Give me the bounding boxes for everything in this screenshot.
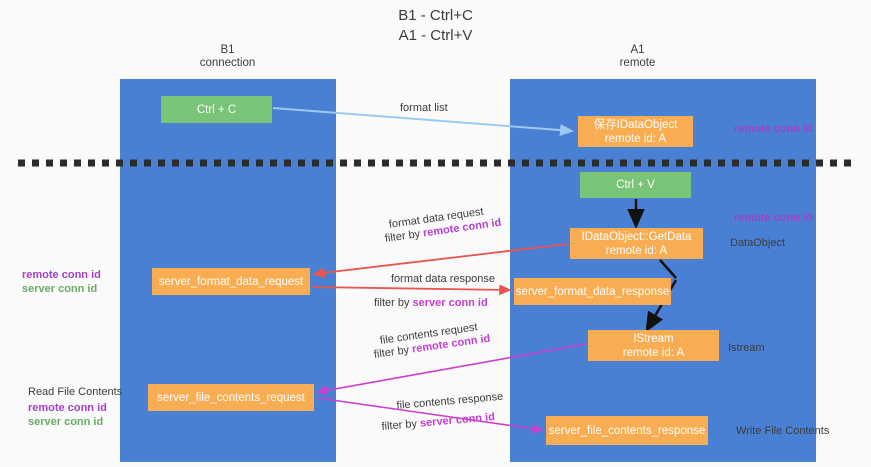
title-line-1: B1 - Ctrl+C — [398, 7, 473, 24]
side-label-left-remote-conn-id: remote conn id — [22, 269, 101, 281]
lane-b1-name: B1 — [220, 44, 235, 56]
node-server-file-contents-response[interactable]: server_file_contents_response — [546, 416, 708, 445]
side-label-remote-conn-id-mid: remote conn id — [734, 212, 813, 224]
title-line-2: A1 - Ctrl+V — [398, 27, 473, 44]
edge-label-file-contents-response-filter: filter by server conn id — [381, 410, 496, 434]
filter-prefix-1: filter by — [384, 227, 424, 245]
node-save-idataobject-line2: remote id: A — [604, 132, 667, 145]
node-server-format-data-request-label: server_format_data_request — [158, 275, 304, 288]
node-ctrl-v-label: Ctrl + V — [616, 179, 655, 191]
edge-label-format-data-response-filter: filter by server conn id — [374, 296, 488, 310]
side-label-left-server-conn-id-2: server conn id — [28, 416, 104, 428]
node-server-file-contents-request-label: server_file_contents_request — [157, 391, 305, 404]
filter-prefix-3: filter by — [373, 343, 413, 361]
page-title: B1 - Ctrl+C A1 - Ctrl+V — [0, 6, 871, 46]
edge-label-format-data-response: format data response — [391, 273, 495, 285]
side-label-left-remote-conn-id-2: remote conn id — [28, 402, 107, 414]
edge-label-file-contents-response: file contents response — [396, 390, 504, 412]
node-getdata-line1: IDataObject::GetData — [581, 230, 692, 243]
node-save-idataobject[interactable]: 保存IDataObject remote id: A — [578, 116, 693, 147]
node-server-file-contents-response-label: server_file_contents_response — [548, 424, 706, 437]
node-istream-line1: IStream — [633, 332, 674, 345]
node-istream-line2: remote id: A — [622, 346, 685, 359]
filter-prefix-2: filter by — [374, 297, 413, 309]
side-label-write-file-contents: Write File Contents — [736, 425, 830, 437]
filter-prefix-4: filter by — [381, 417, 421, 433]
side-label-remote-conn-id-top: remote conn id — [734, 123, 813, 135]
node-server-format-data-response[interactable]: server_format_data_response — [514, 278, 671, 305]
node-server-format-data-response-label: server_format_data_response — [515, 285, 670, 298]
node-ctrl-v[interactable]: Ctrl + V — [580, 172, 691, 198]
lane-a1-name: A1 — [630, 44, 645, 56]
lane-a1-subtitle: remote — [619, 57, 656, 69]
node-ctrl-c-label: Ctrl + C — [196, 103, 237, 116]
node-save-idataobject-line1: 保存IDataObject — [593, 118, 678, 131]
filter-key-server-conn-id-2: server conn id — [419, 411, 496, 430]
side-label-istream: Istream — [728, 342, 765, 354]
lane-header-a1: A1 remote — [560, 44, 715, 70]
lane-header-b1: B1 connection — [150, 44, 305, 70]
side-label-dataobject: DataObject — [730, 237, 786, 249]
node-istream[interactable]: IStream remote id: A — [588, 330, 719, 361]
side-label-left-server-conn-id: server conn id — [22, 283, 98, 295]
node-server-file-contents-request[interactable]: server_file_contents_request — [148, 384, 314, 411]
node-server-format-data-request[interactable]: server_format_data_request — [152, 268, 310, 295]
node-ctrl-c[interactable]: Ctrl + C — [161, 96, 272, 123]
node-getdata-line2: remote id: A — [605, 244, 668, 257]
edge-format-data-response — [311, 284, 512, 296]
side-label-read-file-contents: Read File Contents — [28, 386, 123, 398]
edge-label-format-list: format list — [400, 102, 448, 114]
filter-key-server-conn-id-1: server conn id — [412, 297, 488, 309]
node-idataobject-getdata[interactable]: IDataObject::GetData remote id: A — [570, 228, 703, 259]
lane-b1-subtitle: connection — [199, 57, 256, 69]
